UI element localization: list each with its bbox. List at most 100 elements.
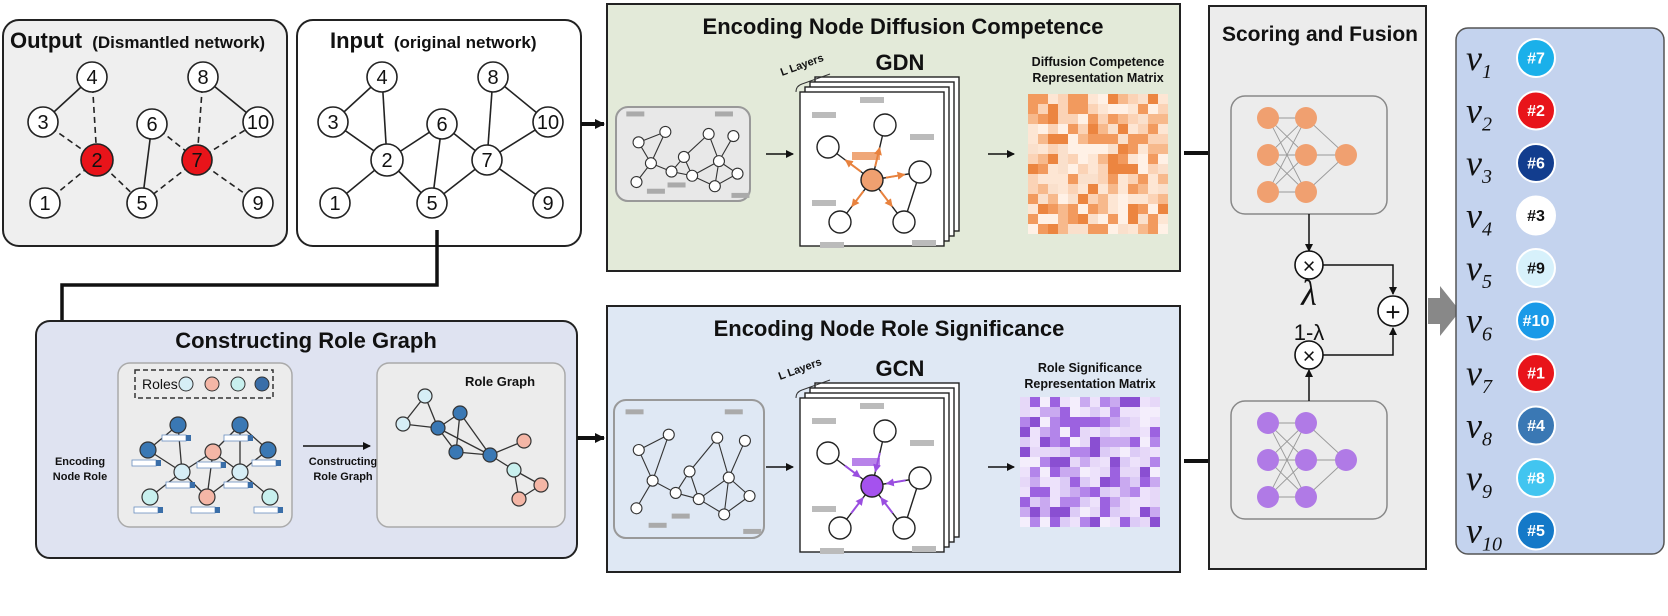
matrix-cell	[1080, 437, 1090, 447]
network-node	[471, 144, 503, 176]
network-node	[27, 106, 59, 138]
matrix-cell	[1048, 224, 1058, 234]
matrix-cell	[1138, 174, 1148, 184]
matrix-cell	[1028, 154, 1038, 164]
matrix-cell	[1060, 437, 1070, 447]
matrix-cell	[1070, 497, 1080, 507]
matrix-cell	[1140, 507, 1150, 517]
matrix-cell	[1048, 204, 1058, 214]
matrix-cell	[1108, 94, 1118, 104]
matrix-cell	[1148, 194, 1158, 204]
matrix-cell	[1148, 174, 1158, 184]
matrix-cell	[1150, 507, 1160, 517]
matrix-cell	[1090, 497, 1100, 507]
matrix-cell	[1098, 144, 1108, 154]
matrix-cell	[1158, 204, 1168, 214]
network-node-label: 4	[86, 67, 97, 89]
matrix-cell	[1108, 174, 1118, 184]
matrix-cell	[1060, 477, 1070, 487]
node-variable-symbol: v	[1466, 38, 1482, 78]
rank-badge	[1516, 458, 1556, 498]
matrix-cell	[1078, 134, 1088, 144]
matrix-cell	[1060, 457, 1070, 467]
message-arrow	[844, 464, 861, 478]
matrix-cell	[1060, 487, 1070, 497]
role-feature-highlight	[278, 507, 283, 513]
matrix-cell	[1080, 457, 1090, 467]
matrix-cell	[1090, 467, 1100, 477]
output-arrow	[1428, 286, 1460, 336]
matrix-cell	[1120, 417, 1130, 427]
diffusion-title: Encoding Node Diffusion Competence	[703, 14, 1104, 39]
matrix-cell	[1028, 194, 1038, 204]
matrix-cell	[1068, 204, 1078, 214]
role-matrix-label-2: Representation Matrix	[1024, 377, 1155, 391]
matrix-cell	[1088, 114, 1098, 124]
multiply-symbol-bottom: ×	[1303, 344, 1316, 369]
matrix-cell	[1110, 447, 1120, 457]
network-node	[242, 106, 274, 138]
role-node	[259, 441, 277, 459]
matrix-cell	[1080, 507, 1090, 517]
rank-badge	[1516, 143, 1556, 183]
node-variable-label: v8	[1466, 406, 1492, 451]
matrix-cell	[1120, 427, 1130, 437]
output-subtitle: (Dismantled network)	[92, 33, 265, 52]
matrix-cell	[1078, 194, 1088, 204]
matrix-cell	[1058, 144, 1068, 154]
layer-center-node	[860, 474, 884, 498]
role-feature-vector	[133, 506, 159, 514]
matrix-cell	[1128, 214, 1138, 224]
matrix-cell	[1060, 397, 1070, 407]
mlp-neuron	[1257, 144, 1279, 166]
matrix-cell	[1088, 184, 1098, 194]
svg-text:Output (Dismantled netwo: Output (Dismantled network)	[10, 28, 265, 53]
matrix-cell	[1110, 437, 1120, 447]
matrix-cell	[1150, 487, 1160, 497]
matrix-cell	[1110, 517, 1120, 527]
matrix-cell	[1128, 154, 1138, 164]
node-variable-subscript: 6	[1482, 324, 1492, 346]
matrix-cell	[1118, 104, 1128, 114]
layer-center-node	[860, 168, 884, 192]
matrix-cell	[1158, 214, 1168, 224]
matrix-cell	[1020, 467, 1030, 477]
matrix-cell	[1138, 194, 1148, 204]
matrix-cell	[1068, 214, 1078, 224]
node-variable-label: v9	[1466, 458, 1492, 503]
matrix-cell	[1138, 144, 1148, 154]
matrix-cell	[1150, 517, 1160, 527]
matrix-cell	[1118, 214, 1128, 224]
matrix-cell	[1110, 487, 1120, 497]
matrix-cell	[1140, 417, 1150, 427]
matrix-cell	[1108, 134, 1118, 144]
mlp-neuron	[1295, 412, 1317, 434]
matrix-cell	[1080, 447, 1090, 457]
ranking-row: v5#9	[1466, 248, 1556, 293]
role-graph-node	[511, 491, 527, 507]
matrix-cell	[1038, 144, 1048, 154]
matrix-cell	[1070, 477, 1080, 487]
feature-bar	[743, 528, 762, 534]
mlp-neuron	[1295, 449, 1317, 471]
matrix-cell	[1158, 184, 1168, 194]
matrix-cell	[1128, 94, 1138, 104]
svg-text:Input (original network): Input (original network)	[330, 28, 537, 53]
matrix-cell	[1058, 134, 1068, 144]
matrix-cell	[1030, 457, 1040, 467]
role-feature-highlight	[186, 435, 191, 441]
matrix-cell	[1038, 134, 1048, 144]
rank-badge-label: #7	[1527, 51, 1545, 68]
ranking-list: v1#7v2#2v3#6v4#3v5#9v6#10v7#1v8#4v9#8v10…	[1466, 38, 1556, 556]
matrix-cell	[1050, 447, 1060, 457]
matrix-cell	[1158, 134, 1168, 144]
matrix-cell	[1048, 154, 1058, 164]
role-feature-vector	[190, 506, 216, 514]
layer-neighbor-node	[816, 135, 840, 159]
matrix-cell	[1148, 144, 1158, 154]
matrix-cell	[1030, 407, 1040, 417]
matrix-cell	[1090, 517, 1100, 527]
node-variable-label: v10	[1466, 511, 1502, 556]
feature-bar	[820, 242, 844, 248]
